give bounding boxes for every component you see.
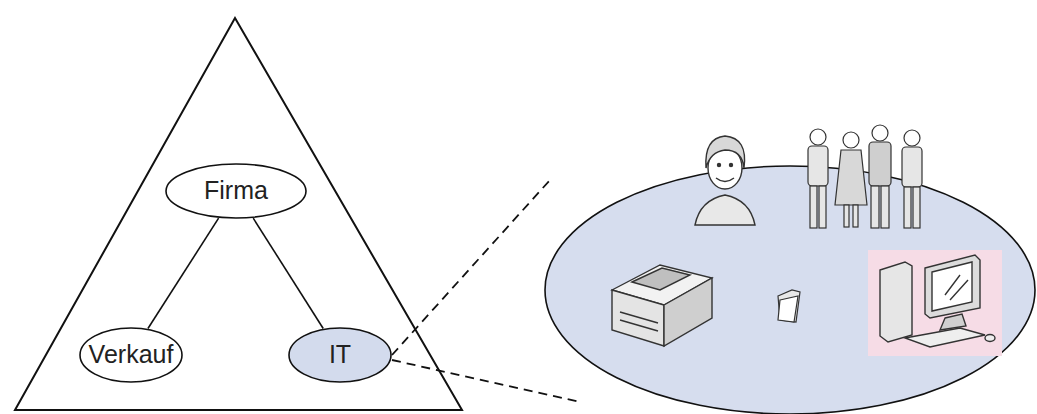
people-group-part (869, 142, 891, 186)
woman-figure (695, 136, 755, 225)
woman-figure-part (718, 164, 721, 167)
people-group-part (808, 146, 828, 186)
hierarchy-line (253, 218, 323, 328)
computer-icon-part-part (940, 314, 966, 330)
printer-icon-part (632, 268, 690, 290)
computer-background (868, 250, 1002, 356)
printer-icon (612, 265, 712, 346)
ellipse-node: IT (288, 327, 392, 383)
computer-icon (868, 250, 1002, 356)
people-group-part (843, 132, 859, 148)
node-label: Firma (204, 177, 268, 205)
ellipse-shape (289, 328, 391, 382)
people-group-part (835, 150, 867, 205)
people-group-part (810, 186, 817, 228)
people-group-part (871, 186, 879, 228)
ellipse-shape (166, 164, 306, 218)
ellipse-shape (80, 328, 182, 382)
connector-line (253, 218, 323, 328)
people-group-part (844, 205, 849, 227)
computer-icon-part-part (985, 335, 995, 342)
ellipse-node: Firma (165, 163, 307, 219)
folder-icon (778, 290, 800, 322)
computer-icon-part (880, 255, 995, 347)
people-group-part (872, 125, 888, 141)
folder-icon-part (778, 296, 798, 322)
woman-figure-part (730, 164, 733, 167)
hierarchy-line (148, 218, 219, 328)
node-label: Verkauf (89, 341, 174, 369)
computer-icon-part-part (945, 275, 968, 300)
zoom-ellipse (545, 166, 1035, 414)
computer-icon-part-part (932, 262, 972, 311)
printer-icon-part (612, 290, 664, 346)
zoom-leader-lines-part (392, 360, 580, 402)
connector-line (148, 218, 219, 328)
zoom-leader-lines (392, 180, 580, 402)
people-group-part (904, 130, 920, 146)
woman-figure-part (716, 178, 734, 182)
computer-icon-part-part (925, 255, 980, 318)
zoom-leader-lines-part (392, 180, 550, 355)
printer-icon-part (620, 320, 658, 331)
folder-icon-part (778, 290, 800, 322)
printer-icon-part (664, 278, 712, 346)
node-label: IT (329, 341, 351, 369)
people-group-part (904, 187, 911, 228)
ellipse-node: Verkauf (79, 327, 183, 383)
people-group-part (819, 186, 826, 228)
people-group (808, 125, 922, 228)
people-group-part (913, 187, 920, 228)
computer-icon-part-part (905, 328, 985, 347)
people-group-part (810, 129, 826, 145)
computer-icon-part-part (880, 262, 912, 342)
woman-figure-part (706, 136, 745, 168)
people-group-part (881, 186, 889, 228)
woman-figure-part (695, 195, 755, 225)
people-group-part (853, 205, 858, 227)
people-group-part (902, 147, 922, 187)
